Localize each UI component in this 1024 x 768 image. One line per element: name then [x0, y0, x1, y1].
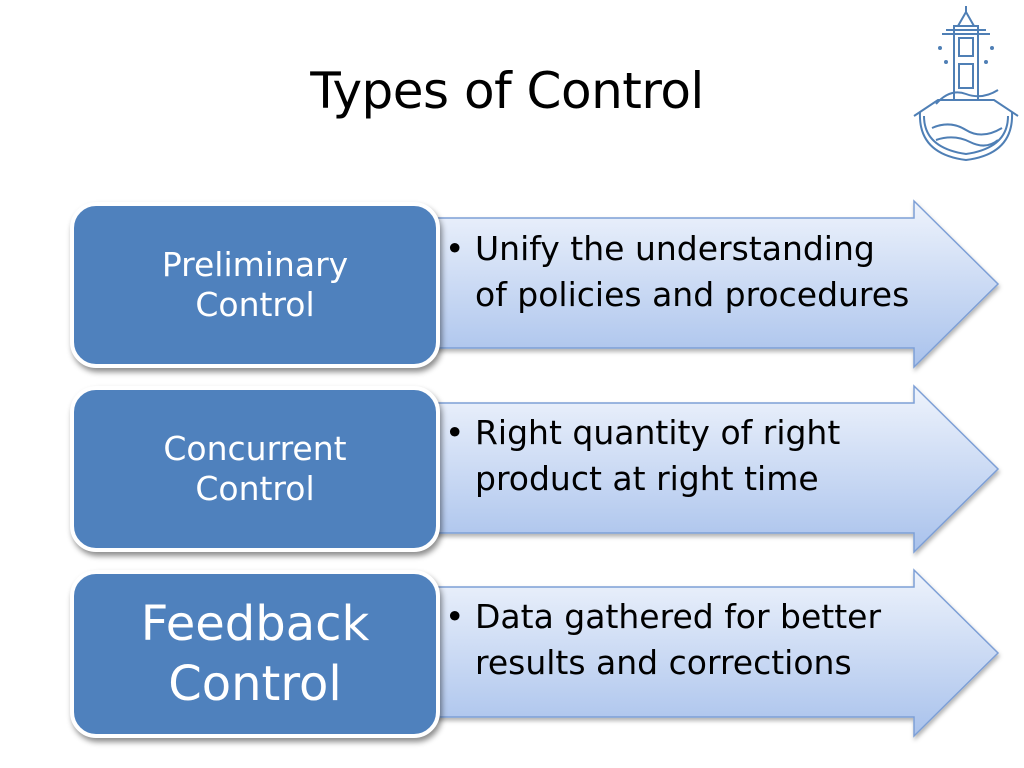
box-label-line: Control — [195, 469, 315, 508]
concurrent-control-box: Concurrent Control — [70, 386, 440, 552]
box-label-line: Feedback — [140, 596, 370, 652]
bullet-marker: • — [445, 229, 465, 268]
box-label-line: Concurrent — [163, 429, 347, 469]
box-label-line: Control — [168, 656, 342, 712]
preliminary-control-box: Preliminary Control — [70, 202, 440, 368]
slide-title: Types of Control — [310, 62, 704, 120]
bullet-text-line: of policies and procedures — [475, 275, 910, 315]
arrow-shape-feedback — [419, 568, 1000, 738]
arrow-shape-preliminary — [419, 199, 1000, 369]
bullet-text-line: results and corrections — [475, 643, 852, 683]
bullet-marker: • — [445, 413, 465, 452]
bullet-text-line: Data gathered for better — [475, 597, 882, 636]
preliminary-bullet: • Unify the understanding of policies an… — [445, 226, 925, 318]
bullet-text-line: Unify the understanding — [475, 229, 875, 268]
feedback-bullet: • Data gathered for better results and c… — [445, 594, 925, 686]
bullet-text-line: Right quantity of right — [475, 413, 841, 452]
box-label-line: Control — [195, 285, 315, 324]
bullet-text-line: product at right time — [475, 459, 819, 499]
university-logo-icon — [913, 6, 1019, 162]
feedback-control-box: Feedback Control — [70, 570, 440, 738]
bullet-marker: • — [445, 597, 465, 636]
arrow-shape-concurrent — [419, 384, 1000, 554]
box-label-line: Preliminary — [161, 245, 349, 285]
concurrent-bullet: • Right quantity of right product at rig… — [445, 410, 925, 502]
